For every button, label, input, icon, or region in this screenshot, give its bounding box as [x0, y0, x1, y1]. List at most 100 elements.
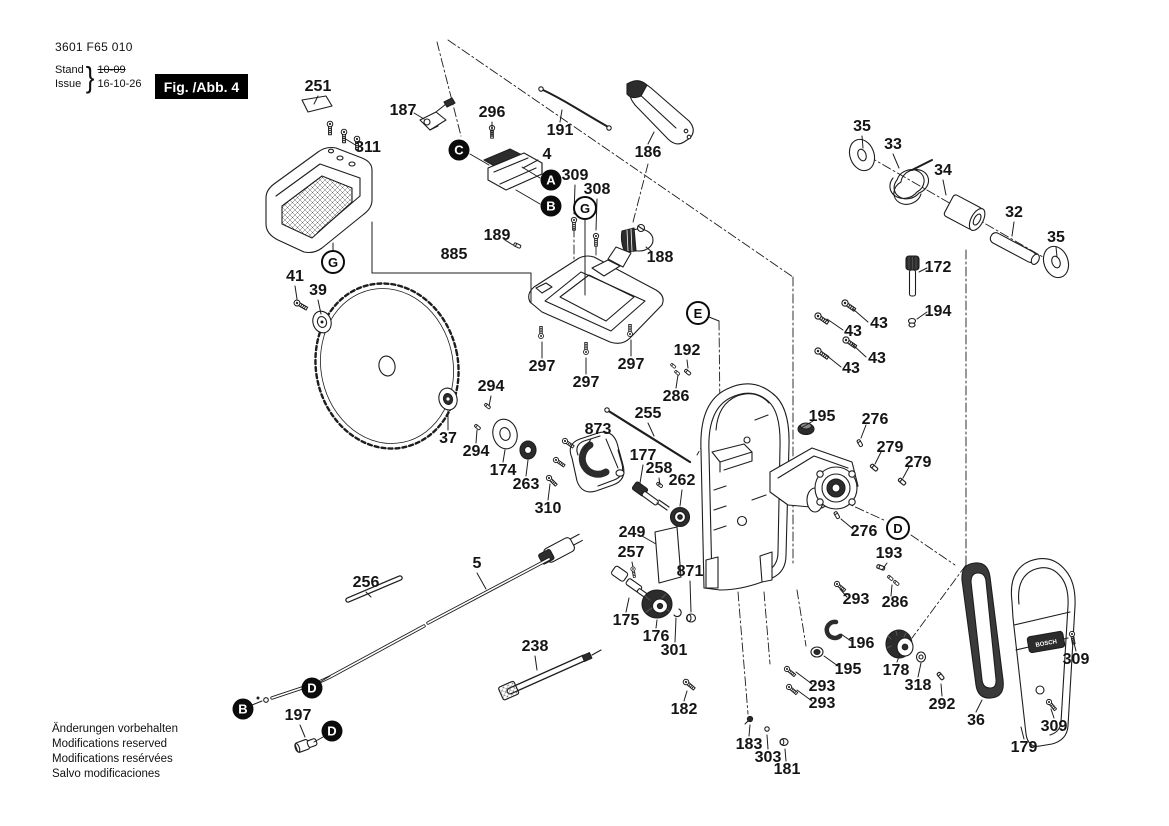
part-label-175: 175 [612, 612, 640, 629]
part-label-256: 256 [352, 574, 380, 591]
part-label-195: 195 [834, 661, 862, 678]
part-label-43: 43 [842, 360, 860, 377]
footer-note-fr: Modifications resérvées [52, 753, 173, 765]
issue-brace: } [85, 59, 95, 95]
part-label-36: 36 [967, 712, 985, 729]
part-label-297: 297 [528, 358, 556, 375]
stand-label: Stand [55, 64, 84, 76]
part-label-35: 35 [1047, 229, 1065, 246]
part-label-172: 172 [924, 259, 952, 276]
part-label-179: 179 [1010, 739, 1038, 756]
part-label-176: 176 [642, 628, 670, 645]
part-label-181: 181 [773, 761, 801, 778]
part-label-182: 182 [670, 701, 698, 718]
part-label-258: 258 [645, 460, 673, 477]
screws-43-drawing [813, 255, 920, 361]
part-label-196: 196 [847, 635, 875, 652]
part-label-293: 293 [842, 591, 870, 608]
part-label-309: 309 [561, 167, 589, 184]
part-label-35: 35 [853, 118, 871, 135]
part-label-310: 310 [534, 500, 562, 517]
issue-row: Stand Issue } 10-09 16-10-26 [55, 59, 142, 95]
reference-circle-B: B [232, 698, 254, 720]
footer-note-de: Änderungen vorbehalten [52, 723, 178, 735]
fence-part-drawing [265, 95, 373, 254]
reference-circle-B: B [540, 195, 562, 217]
part-label-301: 301 [660, 642, 688, 659]
part-label-193: 193 [875, 545, 903, 562]
part-label-279: 279 [876, 439, 904, 456]
part-label-197: 197 [284, 707, 312, 724]
part-label-177: 177 [629, 447, 657, 464]
clamp-188-drawing [512, 216, 654, 253]
part-label-293: 293 [808, 678, 836, 695]
part-label-297: 297 [572, 374, 600, 391]
centerlines [436, 39, 1056, 715]
part-label-308: 308 [583, 181, 611, 198]
issue-label: Issue [55, 78, 82, 90]
reference-circle-D: D [321, 720, 343, 742]
reference-circle-E: E [686, 301, 710, 325]
part-label-286: 286 [662, 388, 690, 405]
part-label-178: 178 [882, 662, 910, 679]
reference-circle-G: G [573, 196, 597, 220]
part-label-43: 43 [844, 323, 862, 340]
part-label-32: 32 [1005, 204, 1023, 221]
bearing-arm-drawing [769, 447, 859, 513]
mid-right-fasteners-drawing [669, 362, 907, 746]
part-label-41: 41 [286, 268, 304, 285]
gasket-249-drawing [630, 526, 697, 623]
part-label-251: 251 [304, 78, 332, 95]
part-label-195: 195 [808, 408, 836, 425]
motor-873-drawing [551, 431, 625, 493]
handle-186-drawing [626, 80, 694, 145]
saw-blade-drawing [314, 282, 460, 450]
part-label-303: 303 [754, 749, 782, 766]
part-label-293: 293 [808, 695, 836, 712]
base-casting-drawing [528, 246, 664, 355]
part-label-276: 276 [850, 523, 878, 540]
reference-circle-C: C [448, 139, 470, 161]
part-label-311: 311 [355, 139, 381, 156]
spring-set-drawing [848, 138, 1070, 279]
part-label-186: 186 [634, 144, 662, 161]
part-label-871: 871 [676, 563, 704, 580]
part-label-238: 238 [521, 638, 549, 655]
reference-circle-G: G [321, 250, 345, 274]
part-label-297: 297 [617, 356, 645, 373]
part-label-296: 296 [478, 104, 506, 121]
gear-housing-drawing [700, 383, 790, 591]
power-cord-drawing [256, 533, 602, 753]
reference-circle-D: D [886, 516, 910, 540]
part-label-191: 191 [546, 122, 574, 139]
footer-note-es: Salvo modificaciones [52, 768, 161, 780]
part-label-39: 39 [309, 282, 327, 299]
part-label-279: 279 [904, 454, 932, 471]
part-label-5: 5 [472, 555, 482, 572]
belt-cover-179-drawing: BOSCH [1010, 558, 1077, 747]
part-label-286: 286 [881, 594, 909, 611]
part-label-187: 187 [389, 102, 417, 119]
part-label-294: 294 [462, 443, 490, 460]
part-label-188: 188 [646, 249, 674, 266]
worm-shaft-drawing [631, 481, 691, 528]
bosch-logo: BOSCH [1035, 639, 1057, 649]
footer-note-en: Modifications reserved [52, 738, 168, 750]
part-label-309: 309 [1040, 718, 1068, 735]
part-label-4: 4 [542, 146, 552, 163]
belt-36-drawing [961, 562, 1004, 699]
part-label-255: 255 [634, 405, 662, 422]
part-label-318: 318 [904, 677, 932, 694]
part-label-257: 257 [617, 544, 645, 561]
part-label-249: 249 [618, 524, 646, 541]
issue-value: 16-10-26 [97, 78, 142, 90]
part-label-194: 194 [924, 303, 952, 320]
part-label-873: 873 [584, 421, 612, 438]
spindle-gear-drawing [611, 565, 682, 619]
part-label-189: 189 [483, 227, 511, 244]
part-label-37: 37 [439, 430, 457, 447]
title-block: 3601 F65 010 Stand Issue } 10-09 16-10-2… [55, 40, 142, 95]
stand-value: 10-09 [97, 64, 126, 76]
